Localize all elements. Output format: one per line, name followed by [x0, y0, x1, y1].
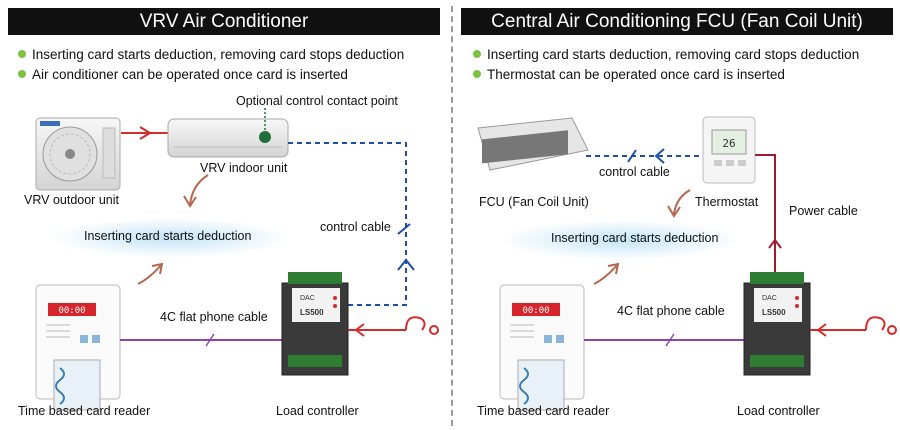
fcu-panel: Central Air Conditioning FCU (Fan Coil U…	[455, 0, 900, 430]
vrv-control-cable-label: control cable	[320, 220, 391, 234]
control-cable-left	[288, 142, 407, 306]
fcu-bullet-2-text: Thermostat can be operated once card is …	[487, 67, 785, 82]
arrow-curve-left-bottom	[137, 262, 164, 285]
card-reader-left-icon: 00:00	[35, 284, 121, 411]
vrv-card-reader-label: Time based card reader	[18, 404, 151, 418]
vrv-load-controller-label: Load controller	[276, 404, 359, 418]
vrv-bullet-1: Inserting card starts deduction, removin…	[18, 46, 404, 64]
controller-model-right: LS500	[762, 308, 786, 317]
power-cable-label: Power cable	[789, 204, 858, 218]
fcu-load-controller-label: Load controller	[737, 404, 820, 418]
fcu-label: FCU (Fan Coil Unit)	[479, 195, 589, 209]
power-cable-right	[755, 154, 776, 272]
optional-contact-label: Optional control contact point	[236, 94, 398, 108]
panel-divider	[451, 6, 453, 426]
glow-arc-left	[50, 218, 290, 258]
vrv-inserting-card-label: Inserting card starts deduction	[84, 229, 252, 243]
fcu-panel-title: Central Air Conditioning FCU (Fan Coil U…	[461, 8, 893, 35]
vrv-panel: VRV Air Conditioner Inserting card start…	[8, 8, 440, 418]
card-reader-right-icon: 00:00	[499, 284, 585, 411]
bullet-dot-icon	[473, 70, 481, 78]
controller-brand-right: DAC	[762, 295, 777, 302]
reader-display-left: 00:00	[58, 306, 85, 316]
fcu-icon	[477, 117, 589, 171]
bullet-dot-icon	[18, 70, 26, 78]
arrow-curve-right-top	[667, 189, 691, 218]
load-controller-left-icon: DAC LS500	[281, 272, 349, 376]
fcu-bullet-2: Thermostat can be operated once card is …	[473, 66, 785, 84]
fcu-card-reader-label: Time based card reader	[477, 404, 610, 418]
thermostat-icon: 26	[702, 116, 756, 184]
vrv-indoor-unit-label: VRV indoor unit	[200, 161, 288, 175]
power-input-right	[810, 316, 897, 337]
controller-model-left: LS500	[300, 308, 324, 317]
power-input-left	[348, 316, 439, 337]
bullet-dot-icon	[473, 50, 481, 58]
reader-display-right: 00:00	[522, 306, 549, 316]
vrv-outdoor-unit-label: VRV outdoor unit	[24, 193, 119, 207]
vrv-phone-cable-label: 4C flat phone cable	[160, 310, 268, 324]
glow-arc-right	[500, 220, 740, 260]
fcu-control-cable-label: control cable	[599, 165, 670, 179]
vrv-panel-title: VRV Air Conditioner	[8, 8, 440, 35]
vrv-bullet-2-text: Air conditioner can be operated once car…	[32, 67, 348, 82]
fcu-bullet-1-text: Inserting card starts deduction, removin…	[487, 47, 860, 62]
bullet-dot-icon	[18, 50, 26, 58]
refrigerant-line-left	[121, 126, 168, 140]
vrv-bullet-1-text: Inserting card starts deduction, removin…	[32, 47, 405, 62]
fcu-inserting-card-label: Inserting card starts deduction	[551, 231, 719, 245]
controller-brand-left: DAC	[300, 295, 315, 302]
vrv-indoor-unit-icon	[167, 118, 289, 158]
arrow-curve-left-top	[183, 174, 209, 208]
svg-text:26: 26	[722, 137, 735, 150]
vrv-outdoor-unit-icon	[35, 117, 121, 191]
control-cable-arrow-left	[397, 258, 415, 271]
arrow-curve-right-bottom	[593, 262, 620, 285]
fcu-phone-cable-label: 4C flat phone cable	[617, 304, 725, 318]
control-cable-arrow-right	[654, 148, 665, 164]
fcu-bullet-1: Inserting card starts deduction, removin…	[473, 46, 859, 64]
vrv-bullet-2: Air conditioner can be operated once car…	[18, 66, 348, 84]
thermostat-label: Thermostat	[695, 195, 759, 209]
load-controller-right-icon: DAC LS500	[743, 272, 811, 376]
